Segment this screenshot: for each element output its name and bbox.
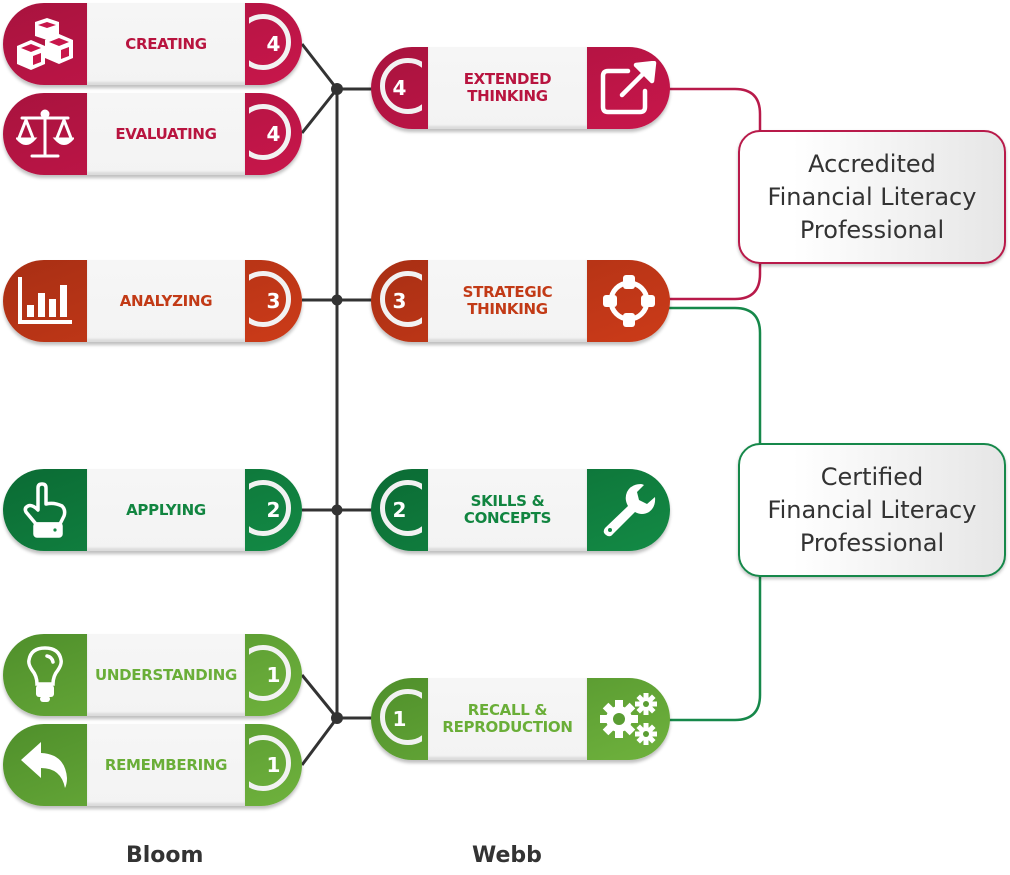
- level-number: 4: [266, 122, 281, 146]
- certification-title: Certified Financial Literacy Professiona…: [767, 462, 977, 557]
- webb-pill-extended-thinking: 4 EXTENDED THINKING: [371, 47, 670, 129]
- gears-icon: [587, 678, 670, 760]
- webb-label: SKILLS & CONCEPTS: [463, 492, 552, 527]
- webb-label: STRATEGIC THINKING: [462, 283, 553, 318]
- bloom-pill-analyzing: ANALYZING 3: [3, 260, 302, 342]
- level-number: 3: [266, 289, 281, 313]
- bloom-label: CREATING: [125, 34, 207, 53]
- junction-dot: [331, 712, 343, 724]
- webb-pill-strategic-thinking: 3 STRATEGIC THINKING: [371, 260, 670, 342]
- level-number: 3: [392, 289, 407, 313]
- level-number: 1: [266, 753, 281, 777]
- bloom-label: REMEMBERING: [104, 755, 228, 774]
- certification-box-certified: Certified Financial Literacy Professiona…: [738, 443, 1006, 577]
- level-number: 4: [266, 32, 281, 56]
- junction-dot: [331, 83, 343, 95]
- bloom-label: ANALYZING: [119, 291, 213, 310]
- connector-creating: [300, 43, 339, 90]
- level-number: 2: [266, 498, 281, 522]
- connector-understanding: [300, 674, 339, 719]
- connector-remembering: [300, 717, 339, 766]
- level-number: 1: [266, 663, 281, 687]
- bloom-pill-creating: CREATING 4: [3, 3, 302, 85]
- webb-label: RECALL & REPRODUCTION: [442, 701, 573, 736]
- bloom-label: APPLYING: [126, 500, 206, 519]
- wrench-icon: [587, 469, 670, 551]
- webb-pill-skills-concepts: 2 SKILLS & CONCEPTS: [371, 469, 670, 551]
- bloom-pill-evaluating: EVALUATING 4: [3, 93, 302, 175]
- level-number: 4: [392, 76, 407, 100]
- certification-box-accredited: Accredited Financial Literacy Profession…: [738, 130, 1006, 264]
- bloom-label: EVALUATING: [115, 124, 217, 143]
- lightbulb-icon: [3, 634, 87, 716]
- junction-dot: [331, 294, 343, 306]
- level-number: 1: [392, 707, 407, 731]
- connector-evaluating: [300, 88, 339, 134]
- bloom-label: UNDERSTANDING: [94, 665, 237, 684]
- column-label-bloom: Bloom: [126, 843, 204, 868]
- bloom-pill-remembering: REMEMBERING 1: [3, 724, 302, 806]
- level-number: 2: [392, 498, 407, 522]
- bar-chart-icon: [3, 260, 87, 342]
- column-label-webb: Webb: [472, 843, 542, 868]
- crosshair-icon: [587, 260, 670, 342]
- certification-title: Accredited Financial Literacy Profession…: [767, 149, 977, 244]
- scales-icon: [3, 93, 87, 175]
- webb-label: EXTENDED THINKING: [463, 70, 552, 105]
- bloom-pill-applying: APPLYING 2: [3, 469, 302, 551]
- external-link-icon: [587, 47, 670, 129]
- bloom-pill-understanding: UNDERSTANDING 1: [3, 634, 302, 716]
- pointing-hand-icon: [3, 469, 87, 551]
- webb-pill-recall-reproduction: 1 RECALL & REPRODUCTION: [371, 678, 670, 760]
- reply-arrow-icon: [3, 724, 87, 806]
- cubes-icon: [3, 3, 87, 85]
- junction-dot: [331, 504, 343, 516]
